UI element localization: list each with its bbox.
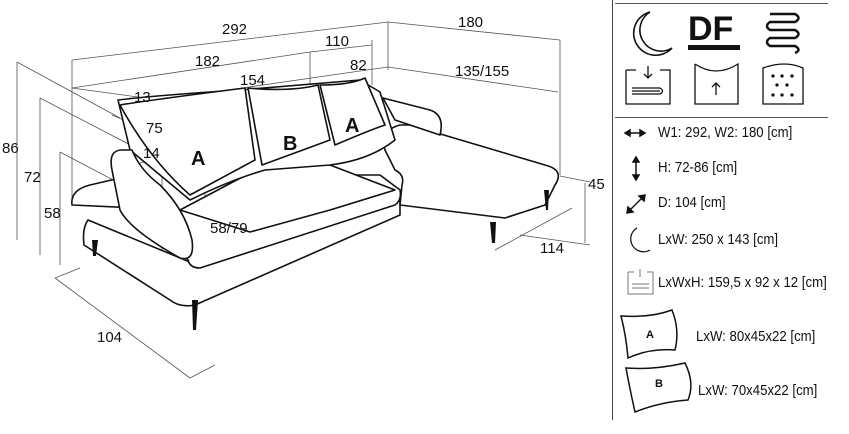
pillow-a-right xyxy=(319,77,386,146)
leg xyxy=(490,222,496,243)
adjustable-headrest-icon xyxy=(694,62,739,105)
dim-292: 292 xyxy=(222,21,247,38)
sofa-outline xyxy=(71,77,560,330)
divider xyxy=(615,117,828,118)
dim-86: 86 xyxy=(2,140,19,157)
leg xyxy=(192,300,198,330)
storage-icon xyxy=(625,66,671,105)
dimension-labels: 292 180 182 110 154 82 135/155 13 75 14 … xyxy=(2,14,605,346)
dim-58-79: 58/79 xyxy=(210,220,248,237)
pillow-label-a: A xyxy=(345,115,359,137)
leg xyxy=(92,240,98,256)
dim-180: 180 xyxy=(458,14,483,31)
dim-154: 154 xyxy=(240,72,265,89)
df-icon: DF xyxy=(688,10,733,48)
pillow-a-left xyxy=(119,87,256,196)
storage-size-icon xyxy=(627,269,654,295)
dim-75: 75 xyxy=(146,120,163,137)
spec-pillow-a: LxW: 80x45x22 [cm] xyxy=(696,328,816,345)
sofa-drawing: 292 180 182 110 154 82 135/155 13 75 14 … xyxy=(2,14,605,379)
svg-text:B: B xyxy=(655,378,663,390)
spec-storage: LxWxH: 159,5 x 92 x 12 [cm] xyxy=(658,274,827,291)
sleep-function-icon xyxy=(632,11,673,57)
sleep-area-icon xyxy=(630,227,651,253)
dim-110: 110 xyxy=(325,33,349,50)
chaise-armrest xyxy=(382,97,443,136)
dim-114: 114 xyxy=(540,240,564,257)
pillow-label-a: A xyxy=(191,148,205,170)
dim-13: 13 xyxy=(134,89,151,106)
spec-pillow-b: LxW: 70x45x22 [cm] xyxy=(698,382,818,399)
dim-104: 104 xyxy=(97,329,122,346)
pillow-b xyxy=(247,84,331,166)
dim-72: 72 xyxy=(24,169,41,186)
dim-58: 58 xyxy=(44,205,61,222)
pillow-b-icon: B xyxy=(625,362,692,414)
depth-arrow-icon xyxy=(626,194,646,214)
divider xyxy=(615,3,828,4)
leg xyxy=(544,190,549,210)
panel-divider xyxy=(612,0,613,420)
foam-icon xyxy=(762,63,804,105)
dim-82: 82 xyxy=(350,57,367,74)
svg-text:A: A xyxy=(646,329,654,341)
df-underline xyxy=(688,45,740,50)
spec-depth: D: 104 [cm] xyxy=(658,194,726,211)
width-arrow-icon xyxy=(623,128,647,138)
dim-135-155: 135/155 xyxy=(455,63,509,80)
dim-182: 182 xyxy=(195,53,220,70)
spring-icon xyxy=(765,12,800,55)
height-arrow-icon xyxy=(631,155,641,182)
dim-14: 14 xyxy=(143,145,160,162)
dim-45: 45 xyxy=(588,176,605,193)
spec-height: H: 72-86 [cm] xyxy=(658,159,738,176)
pillow-a-icon: A xyxy=(620,309,678,360)
spec-sleep-area: LxW: 250 x 143 [cm] xyxy=(658,231,779,248)
spec-width: W1: 292, W2: 180 [cm] xyxy=(658,124,793,141)
pillow-label-b: B xyxy=(283,133,297,155)
left-armrest xyxy=(110,149,194,260)
